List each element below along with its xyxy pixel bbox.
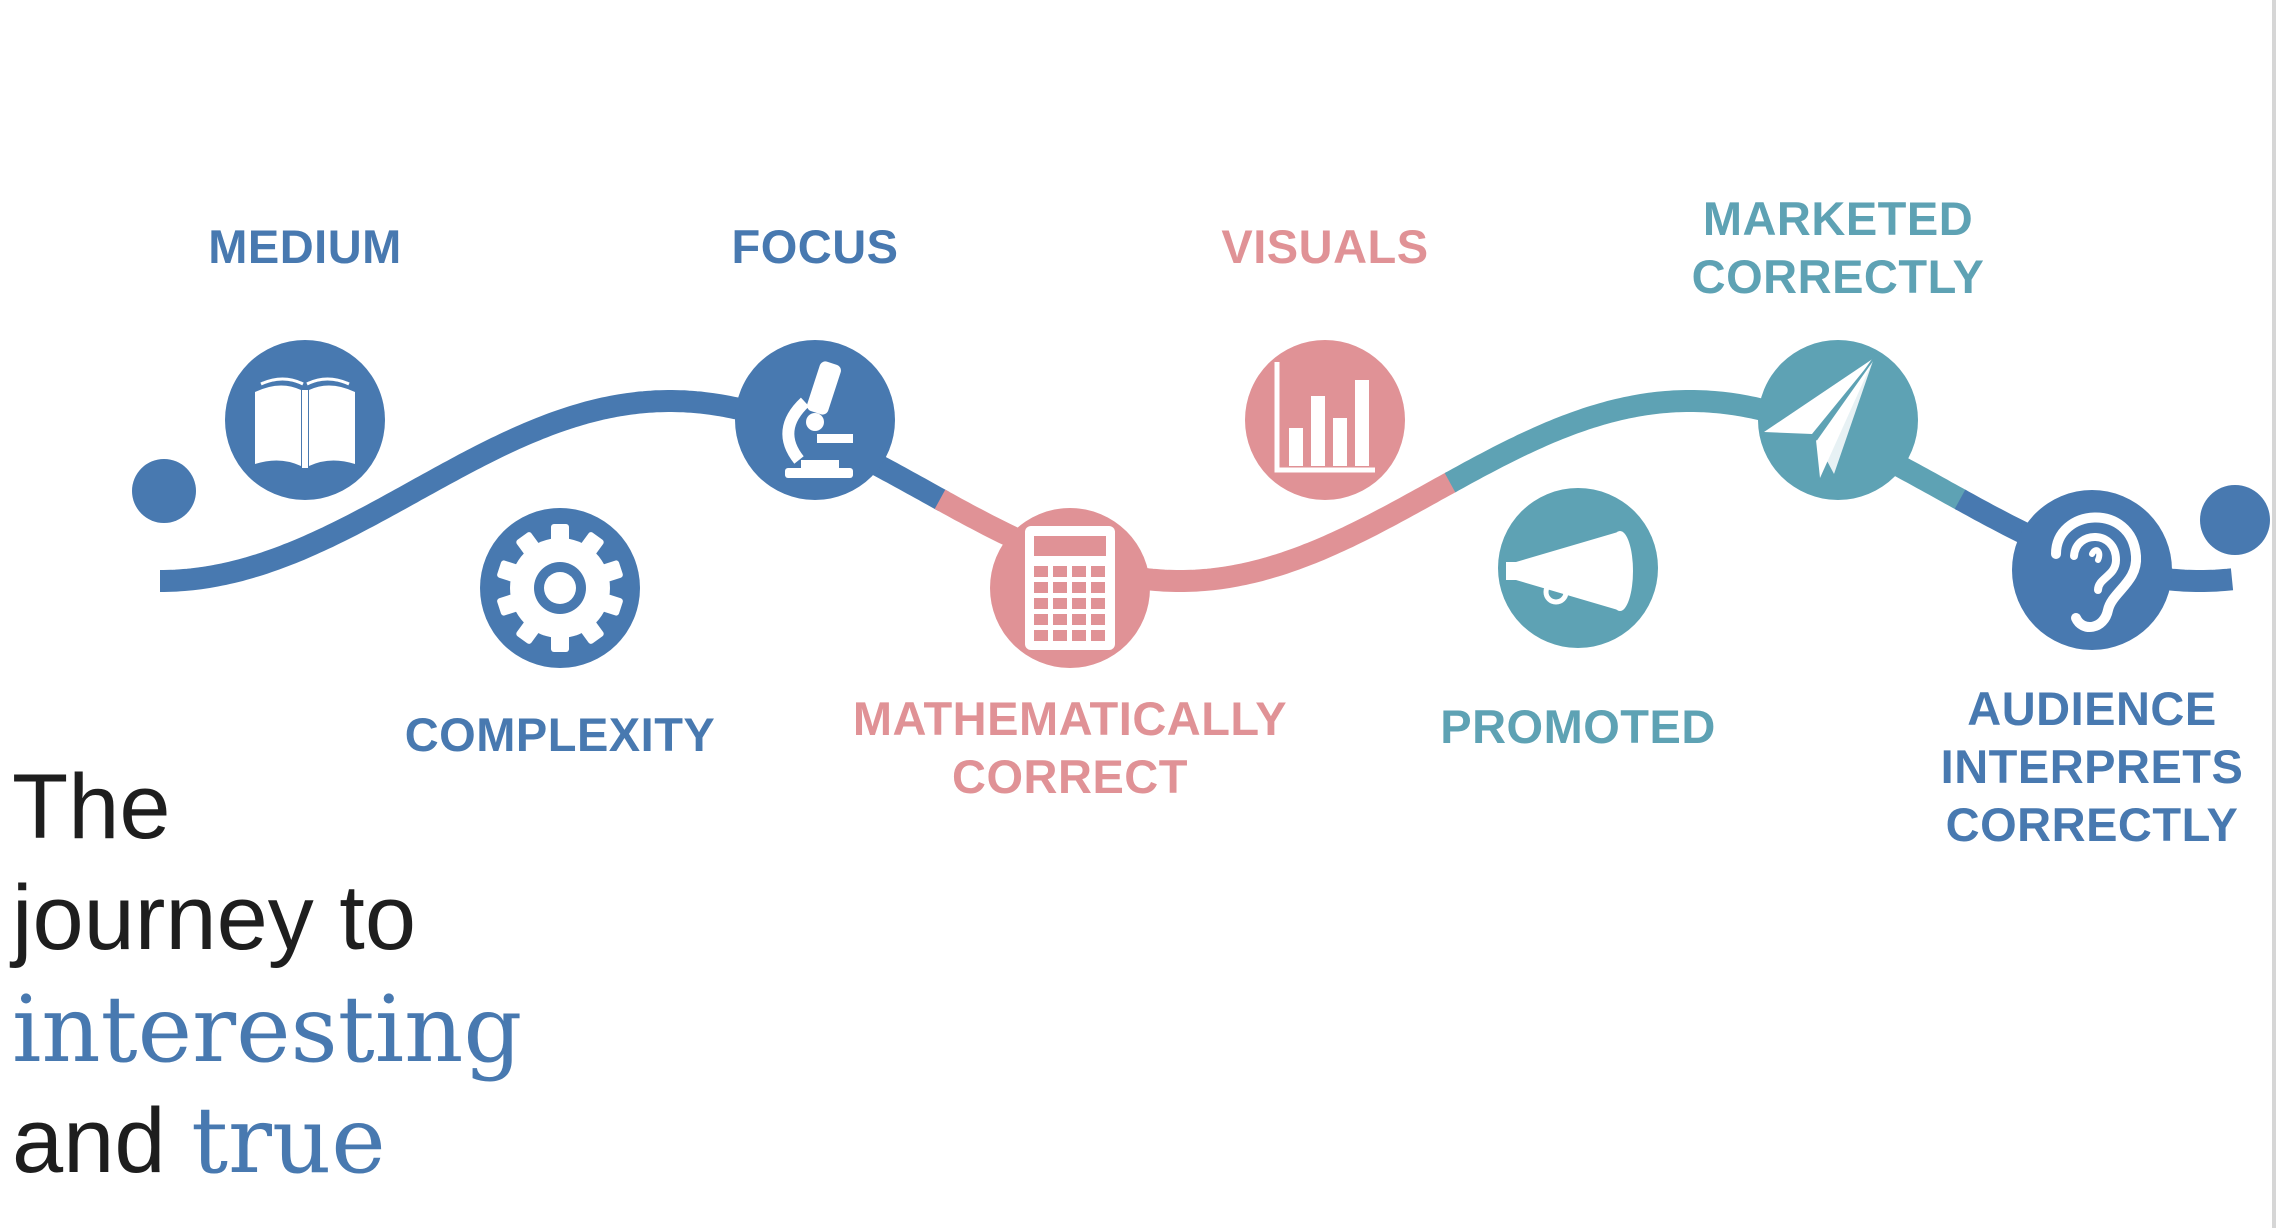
step-nodes	[225, 340, 2172, 668]
step-node-8	[2012, 490, 2172, 650]
step-label-line: CORRECTLY	[1691, 250, 1985, 303]
microscope-icon	[782, 361, 853, 478]
title-accent-interesting: interesting	[12, 976, 523, 1083]
step-node-3	[735, 340, 895, 500]
title-line-1: The	[12, 756, 171, 858]
calculator-icon	[1025, 526, 1115, 650]
step-label-line: CORRECT	[952, 750, 1188, 803]
ear-icon	[2051, 512, 2142, 632]
step-label-line: MARKETED	[1702, 192, 1974, 245]
gear-icon	[497, 524, 623, 652]
bar-chart-icon	[1274, 362, 1375, 473]
megaphone-icon	[1506, 531, 1633, 611]
step-label-line: MEDIUM	[208, 220, 402, 273]
path-start-dot	[132, 459, 196, 523]
title-line-2: journey to	[12, 867, 417, 969]
step-label-2: COMPLEXITY	[405, 706, 716, 764]
paper-plane-icon	[1764, 357, 1875, 478]
step-label-line: AUDIENCE	[1967, 682, 2217, 735]
step-node-2	[480, 508, 640, 668]
step-label-1: MEDIUM	[208, 218, 402, 276]
page-edge	[2272, 0, 2276, 1228]
path-end-dot	[2200, 485, 2270, 555]
step-label-line: PROMOTED	[1440, 700, 1716, 753]
book-icon	[255, 377, 355, 468]
title-accent-true: true	[191, 1087, 386, 1194]
step-label-5: VISUALS	[1221, 218, 1428, 276]
step-node-4	[990, 508, 1150, 668]
step-label-line: INTERPRETS	[1940, 740, 2244, 793]
step-label-line: CORRECTLY	[1945, 798, 2239, 851]
step-node-5	[1245, 340, 1405, 500]
step-node-7	[1758, 340, 1918, 500]
step-label-3: FOCUS	[732, 218, 899, 276]
step-label-line: VISUALS	[1221, 220, 1429, 273]
page-title: The journey to interesting and true	[12, 752, 522, 1197]
step-label-line: FOCUS	[731, 220, 899, 273]
step-label-6: PROMOTED	[1440, 698, 1716, 756]
title-and: and	[12, 1090, 192, 1192]
step-node-6	[1498, 488, 1658, 648]
step-label-line: COMPLEXITY	[404, 708, 716, 761]
journey-path	[132, 390, 2270, 592]
step-node-1	[225, 340, 385, 500]
title-line-4: and true	[12, 1085, 522, 1197]
step-label-line: MATHEMATICALLY	[852, 692, 1288, 745]
